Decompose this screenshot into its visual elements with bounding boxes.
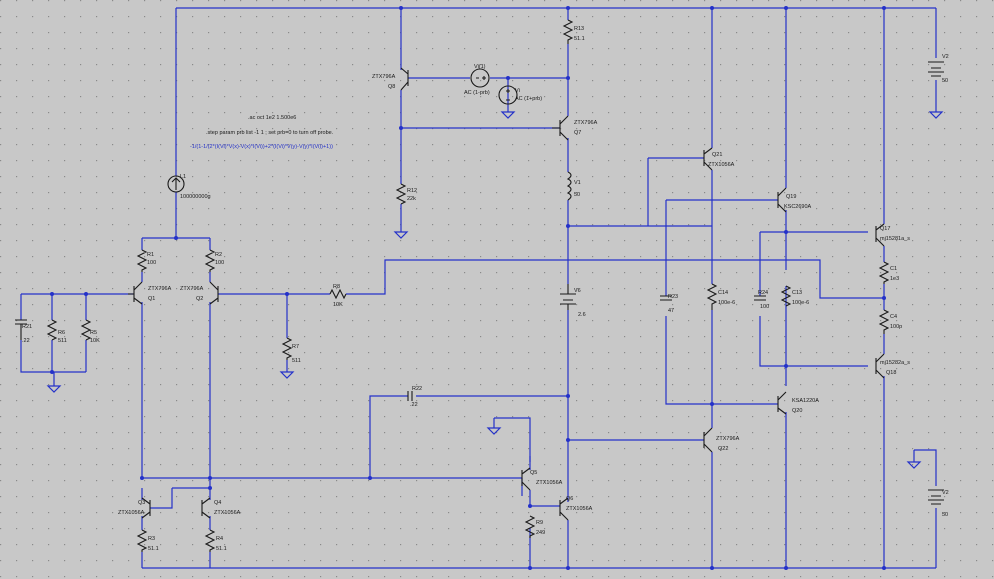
R7-ref: R7 (292, 344, 299, 350)
R23-value: 100e-6 (792, 300, 809, 306)
Vi1-value: AC (1-prb) (464, 90, 490, 96)
C1-ref: R21 (22, 324, 32, 330)
Q5-model: ZTX1056A (536, 480, 563, 486)
wires (20, 7, 937, 569)
Q2-model: ZTX796A (180, 286, 204, 292)
Q21-ref: Q21 (712, 152, 722, 158)
spice-directives: .ac oct 1e2 1.500e6 .step param prb list… (190, 115, 334, 150)
Q8-model: ZTX796A (372, 74, 396, 80)
V1-value: 50 (942, 78, 948, 84)
R8-value: 10K (333, 302, 343, 308)
R21-ref: C1 (890, 266, 897, 272)
Q3-model: ZTX1056A (118, 510, 145, 516)
V1-ref: V2 (942, 54, 949, 60)
R8-ref: R8 (333, 284, 340, 290)
R1-value: 100 (147, 260, 156, 266)
R3-value: 51.1 (148, 546, 159, 552)
Q17-ref: Q17 (880, 226, 890, 232)
Q7-ref: Q7 (574, 130, 581, 136)
R21-value: 1e3 (890, 276, 899, 282)
R2-ref: R2 (215, 252, 222, 258)
I1-ref: L1 (180, 174, 186, 180)
C4-value: .22 (410, 402, 418, 408)
Q7-model: ZTX796A (574, 120, 598, 126)
Q3-ref: Q3 (138, 500, 145, 506)
R2-value: 100 (215, 260, 224, 266)
R6-value: 511 (58, 338, 67, 344)
R1-ref: R1 (147, 252, 154, 258)
R24-value: 100e-6 (718, 300, 735, 306)
Q4-ref: Q4 (214, 500, 221, 506)
junctions (50, 6, 886, 570)
Vj-value: AC (1+prb) (515, 96, 542, 102)
R13-ref: R13 (574, 26, 584, 32)
L1-value: 50 (574, 192, 580, 198)
component-labels: L1 100000000g R1 100 R2 100 ZTX796A Q1 Z… (22, 26, 949, 552)
step-directive: .step param prb list -1 1 ; set prb=0 to… (206, 130, 334, 136)
V6-ref: V6 (574, 288, 581, 294)
R12-ref: R12 (407, 188, 417, 194)
R24-ref: C14 (718, 290, 728, 296)
R22-ref: C4 (890, 314, 897, 320)
meas-directive: -1/(1-1/(2*(I(Vi)*V(x)-V(x)*I(Vi))+2*(I(… (190, 144, 333, 150)
C1-value: .22 (22, 338, 30, 344)
Q5-ref: Q5 (530, 470, 537, 476)
Q19-model: KSC2690A (784, 204, 812, 210)
Vj-ref: Vi (515, 88, 520, 94)
Q18-ref: Q18 (886, 370, 896, 376)
R4-value: 51.1 (216, 546, 227, 552)
I1-value: 100000000g (180, 194, 211, 200)
R13-value: 51.1 (574, 36, 585, 42)
V6-value: 2.6 (578, 312, 586, 318)
Q8-ref: Q8 (388, 84, 395, 90)
C14-value: 100 (760, 304, 769, 310)
Q6-model: ZTX1056A (566, 506, 593, 512)
V2-value: 50 (942, 512, 948, 518)
Q20-model: KSA1220A (792, 398, 819, 404)
Q17-model: mj15281a_s (880, 236, 910, 242)
C13-value: 47 (668, 308, 674, 314)
Q4-model: ZTX1056A (214, 510, 241, 516)
R4-ref: R4 (216, 536, 223, 542)
Q20-ref: Q20 (792, 408, 802, 414)
R5-value: 10K (90, 338, 100, 344)
R3-ref: R3 (148, 536, 155, 542)
L1-ref: V1 (574, 180, 581, 186)
V2-ref: V2 (942, 490, 949, 496)
R9-value: 249 (536, 530, 545, 536)
R9-ref: R9 (536, 520, 543, 526)
C14-ref: R24 (758, 290, 768, 296)
Q6-ref: Q6 (566, 496, 573, 502)
R12-value: 22k (407, 196, 416, 202)
component-symbols (15, 19, 944, 552)
Q19-ref: Q19 (786, 194, 796, 200)
C4-ref: R22 (412, 386, 422, 392)
Q22-model: ZTX796A (716, 436, 740, 442)
C13-ref: R23 (668, 294, 678, 300)
R5-ref: R5 (90, 330, 97, 336)
Q2-ref: Q2 (196, 296, 203, 302)
Vi1-ref: Vi(1) (474, 64, 486, 70)
R22-value: 100p (890, 324, 902, 330)
Q18-model: mj15282a_s (880, 360, 910, 366)
Q22-ref: Q22 (718, 446, 728, 452)
Q1-ref: Q1 (148, 296, 155, 302)
R23-ref: C13 (792, 290, 802, 296)
Q1-model: ZTX796A (148, 286, 172, 292)
Q21-model: ZTX1056A (708, 162, 735, 168)
R6-ref: R6 (58, 330, 65, 336)
ac-directive: .ac oct 1e2 1.500e6 (248, 115, 296, 121)
R7-value: 511 (292, 358, 301, 364)
ground-symbols (46, 111, 944, 469)
